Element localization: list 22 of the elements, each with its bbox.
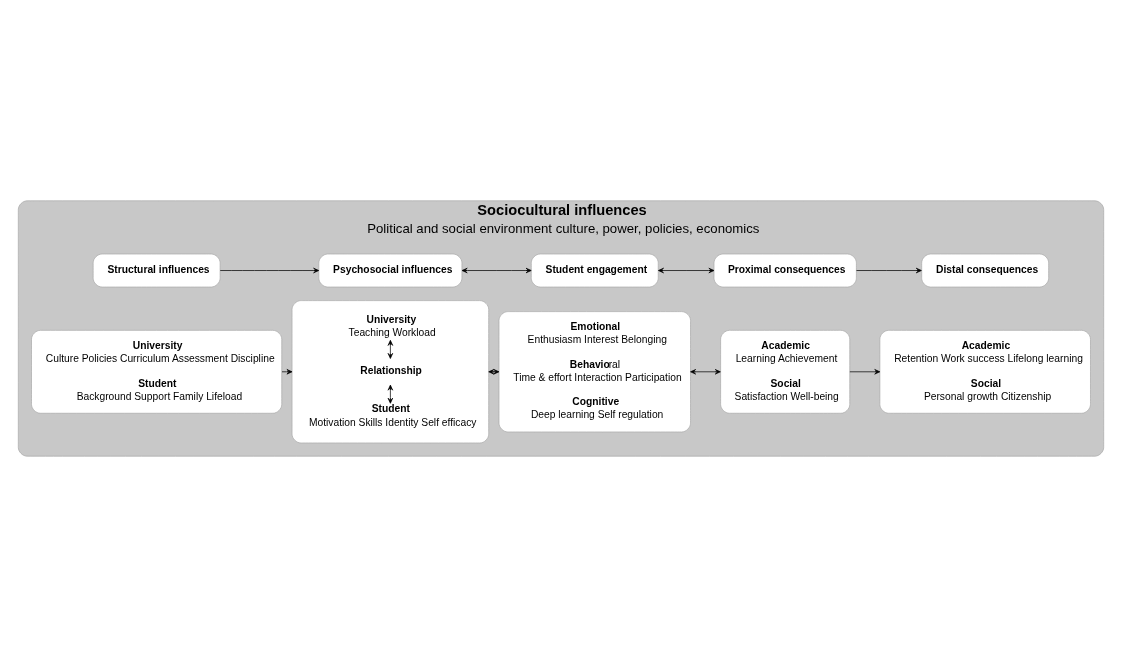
arrow <box>387 384 394 404</box>
node-text: University Teaching Workload <box>348 313 436 338</box>
node-box: Proximal consequences <box>713 253 857 287</box>
node-box: University Culture Policies Curriculum Assessment Discipline Student Background Support Family Lifeload <box>31 329 283 414</box>
arrow <box>658 267 715 273</box>
arrow <box>856 267 922 273</box>
node-box: Emotional Enthusiasm Interest Belonging Behavioral Time & effort Interaction Participation Cognitive Deep learning Self regulation <box>498 310 691 432</box>
node-text: Relationship <box>360 364 422 376</box>
node-box: Psychosocial influences <box>318 253 463 287</box>
node-box: Academic Learning Achievement Social Satisfaction Well-being <box>720 329 851 414</box>
arrow <box>387 339 394 359</box>
node-box: Academic Retention Work success Lifelong learning Social Personal growth Citizenship <box>879 329 1091 414</box>
arrow <box>461 267 532 273</box>
cluster <box>291 299 490 443</box>
arrow <box>690 368 721 374</box>
node-box: Structural influences <box>92 253 221 287</box>
arrow <box>849 368 881 374</box>
node-box: Student engagement <box>530 253 659 287</box>
node-box: Distal consequences <box>921 253 1050 287</box>
arrow <box>219 267 320 273</box>
node-text: Student Motivation Skills Identity Self efficacy <box>308 402 477 428</box>
arrow <box>281 368 293 374</box>
